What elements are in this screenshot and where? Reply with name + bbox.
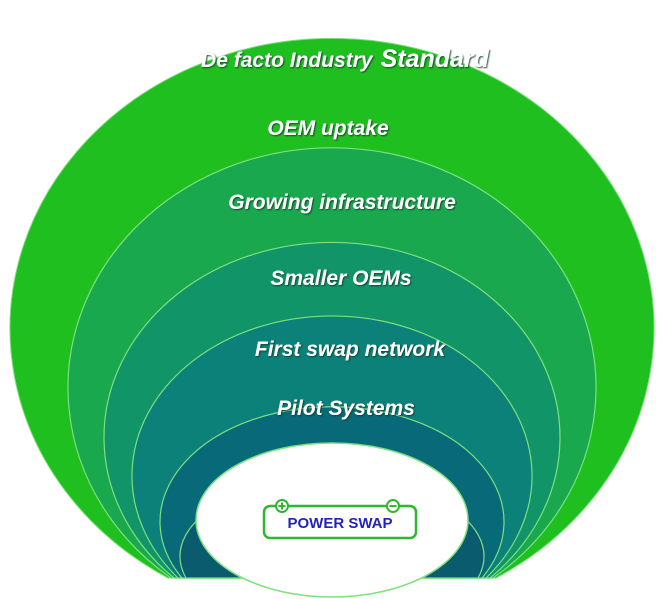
layer-label-growing-infrastructure: Growing infrastructure	[228, 191, 456, 214]
layer-label-pilot-systems: Pilot Systems	[277, 397, 415, 420]
layer-label-prefix: De facto Industry	[201, 49, 374, 72]
plus-terminal-icon	[275, 499, 289, 513]
layer-label-emphasis: Standard	[381, 45, 490, 73]
power-swap-label: POWER SWAP	[287, 515, 392, 532]
minus-terminal-icon	[386, 499, 400, 513]
layer-label-de-facto-industry-standard: De facto Industry Standard	[201, 45, 490, 73]
layer-label-first-swap-network: First swap network	[255, 338, 447, 361]
power-swap-badge: POWER SWAP	[262, 499, 418, 540]
battery-outline-icon	[262, 504, 418, 540]
layer-label-oem-uptake: OEM uptake	[267, 117, 389, 140]
layer-label-smaller-oems: Smaller OEMs	[270, 267, 411, 290]
